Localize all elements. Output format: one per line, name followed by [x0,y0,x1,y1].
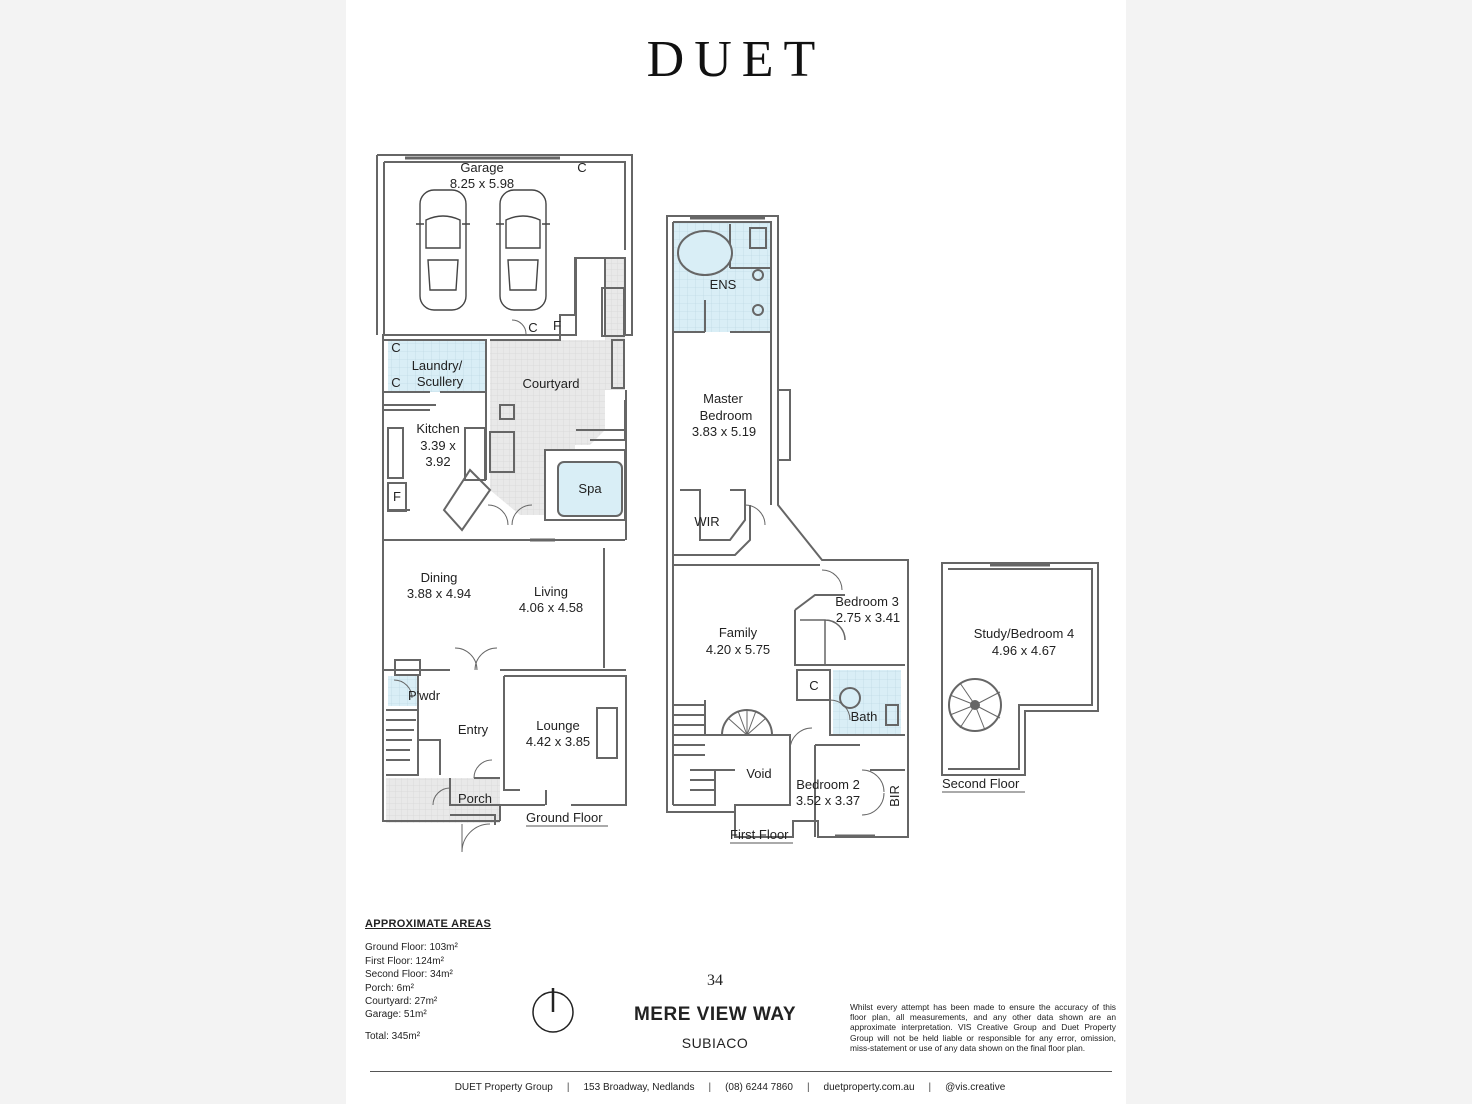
room-labels: Garage 8.25 x 5.98 Laundry/ Scullery Cou… [407,160,1074,808]
floor-plan-sheet [346,0,1126,1104]
street-number: 34 [707,972,723,989]
garage-cars [416,189,550,311]
first-floor-plan [666,215,909,838]
study-label: Study/Bedroom 4 [974,626,1074,641]
area-porch: Porch: 6m² [365,982,414,994]
kitchen-label: Kitchen [416,421,459,436]
dining-label: Dining [421,570,458,585]
storage-markers: C C F C C F C [391,160,818,693]
area-first: First Floor: 124m² [365,955,444,967]
cupboard-marker: C [391,375,400,390]
lounge-dims: 4.42 x 3.85 [526,734,590,749]
footer-divider [370,1071,1112,1072]
bedroom-label: Bedroom [700,408,753,423]
powder-tiles [388,676,418,706]
footer-separator: | [806,1082,810,1093]
cupboard-marker: C [577,160,586,175]
dining-dims: 3.88 x 4.94 [407,586,471,601]
bir-label: BIR [887,785,902,807]
courtyard-label: Courtyard [522,376,579,391]
second-floor-plan [941,562,1099,776]
approximate-areas: APPROXIMATE AREAS Ground Floor: 103m² Fi… [365,918,491,1043]
area-total: Total: 345m² [365,1030,421,1042]
master-dims: 3.83 x 5.19 [692,424,756,439]
fridge-marker: F [553,318,561,333]
ensuite-label: ENS [710,277,737,292]
ground-floor-plan [376,154,633,853]
bedroom2-label: Bedroom 2 [796,777,860,792]
cupboard-marker: C [391,340,400,355]
living-label: Living [534,584,568,599]
family-label: Family [719,625,758,640]
bedroom3-dims: 2.75 x 3.41 [836,610,900,625]
family-dims: 4.20 x 5.75 [706,642,770,657]
car-icon [416,189,470,311]
area-second: Second Floor: 34m² [365,969,453,981]
scullery-label: Scullery [417,374,464,389]
footer-phone: (08) 6244 7860 [725,1082,793,1093]
disclaimer-text: Whilst every attempt has been made to en… [850,1002,1116,1053]
footer-social: @vis.creative [945,1082,1006,1093]
garage-label: Garage [460,160,503,175]
porch-label: Porch [458,791,492,806]
bedroom3-label: Bedroom 3 [835,594,899,609]
void-label: Void [746,766,771,781]
fridge-marker: F [393,489,401,504]
footer-website: duetproperty.com.au [823,1082,915,1093]
study-dims: 4.96 x 4.67 [992,643,1056,658]
laundry-tiles [388,340,486,392]
lounge-label: Lounge [536,718,579,733]
footer: DUET Property Group | 153 Broadway, Nedl… [370,1082,1090,1093]
kitchen-dims-2: 3.92 [425,454,450,469]
courtyard-paving [490,258,625,515]
area-courtyard: Courtyard: 27m² [365,996,438,1008]
street-name: MERE VIEW WAY [633,1004,797,1025]
north-arrow-icon [532,988,574,1033]
property-address: 34 MERE VIEW WAY SUBIACO [600,972,830,1051]
cupboard-marker: C [528,320,537,335]
bath-label: Bath [851,709,878,724]
footer-address: 153 Broadway, Nedlands [583,1082,695,1093]
powder-label: P'wdr [408,688,441,703]
footer-separator: | [708,1082,712,1093]
kitchen-dims-1: 3.39 x [420,438,456,453]
entry-label: Entry [458,722,489,737]
spa-label: Spa [578,481,602,496]
wir-label: WIR [694,514,719,529]
bedroom2-dims: 3.52 x 3.37 [796,793,860,808]
master-label: Master [703,391,743,406]
floor-labels: Ground Floor First Floor Second Floor [526,776,1025,844]
laundry-label: Laundry/ [412,358,463,373]
suburb: SUBIACO [681,1035,749,1051]
footer-separator: | [928,1082,932,1093]
footer-separator: | [566,1082,570,1093]
living-dims: 4.06 x 4.58 [519,600,583,615]
footer-company: DUET Property Group [454,1082,553,1093]
areas-heading: APPROXIMATE AREAS [365,918,492,930]
car-icon [496,189,550,311]
first-floor-label: First Floor [730,827,789,842]
brand-logo: DUET [646,31,826,88]
cupboard-marker: C [809,678,818,693]
area-garage: Garage: 51m² [365,1009,427,1021]
second-floor-label: Second Floor [942,776,1020,791]
garage-dims: 8.25 x 5.98 [450,176,514,191]
ground-floor-label: Ground Floor [526,810,603,825]
area-ground: Ground Floor: 103m² [365,942,458,954]
